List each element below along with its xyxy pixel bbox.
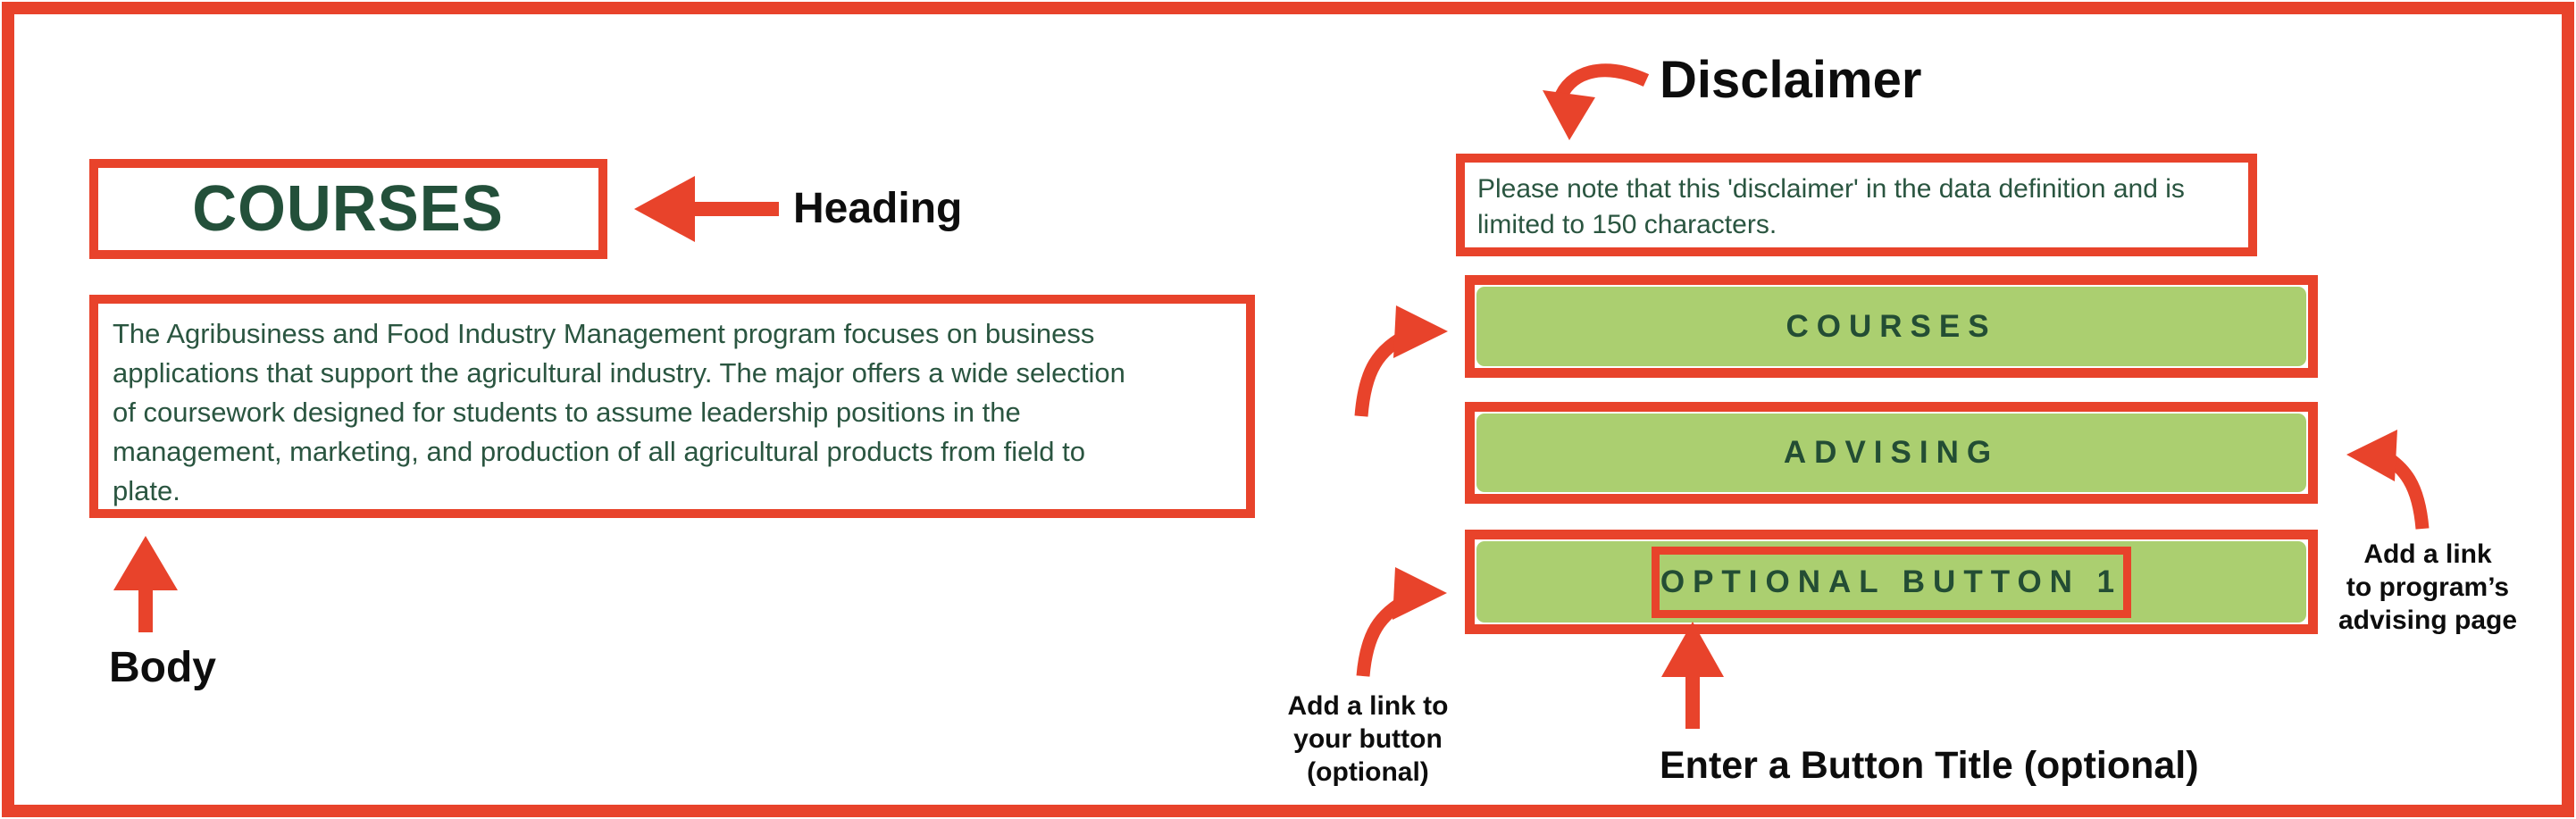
courses-button-label: COURSES <box>1786 308 1997 344</box>
button-link-annotation-label: Add a link to your button (optional) <box>1287 691 1449 787</box>
heading-annotation-label: Heading <box>793 185 963 232</box>
advising-button-label: ADVISING <box>1783 435 2000 470</box>
advising-annotation-label: Add a link to program’s advising page <box>2338 539 2518 635</box>
optional-button-label: OPTIONAL BUTTON 1 <box>1660 564 2123 599</box>
button-title-annotation-label: Enter a Button Title (optional) <box>1660 744 2199 787</box>
disclaimer-highlight-box: Please note that this 'disclaimer' in th… <box>1456 154 2257 256</box>
disclaimer-text: Please note that this 'disclaimer' in th… <box>1477 174 2185 239</box>
optional-button-highlight-box: OPTIONAL BUTTON 1 <box>1465 530 2318 634</box>
advising-button[interactable]: ADVISING <box>1476 414 2306 492</box>
optional-button-title-highlight-box: OPTIONAL BUTTON 1 <box>1652 546 2131 618</box>
optional-button[interactable]: OPTIONAL BUTTON 1 <box>1476 541 2306 623</box>
body-paragraph: The Agribusiness and Food Industry Manag… <box>113 318 1125 506</box>
disclaimer-annotation-label: Disclaimer <box>1660 51 1922 109</box>
body-annotation-label: Body <box>109 644 216 691</box>
courses-button[interactable]: COURSES <box>1476 287 2306 366</box>
advising-button-highlight-box: ADVISING <box>1465 402 2318 504</box>
body-highlight-box: The Agribusiness and Food Industry Manag… <box>89 295 1255 518</box>
page-heading: COURSES <box>192 173 505 245</box>
courses-button-highlight-box: COURSES <box>1465 275 2318 378</box>
heading-highlight-box: COURSES <box>89 159 607 259</box>
